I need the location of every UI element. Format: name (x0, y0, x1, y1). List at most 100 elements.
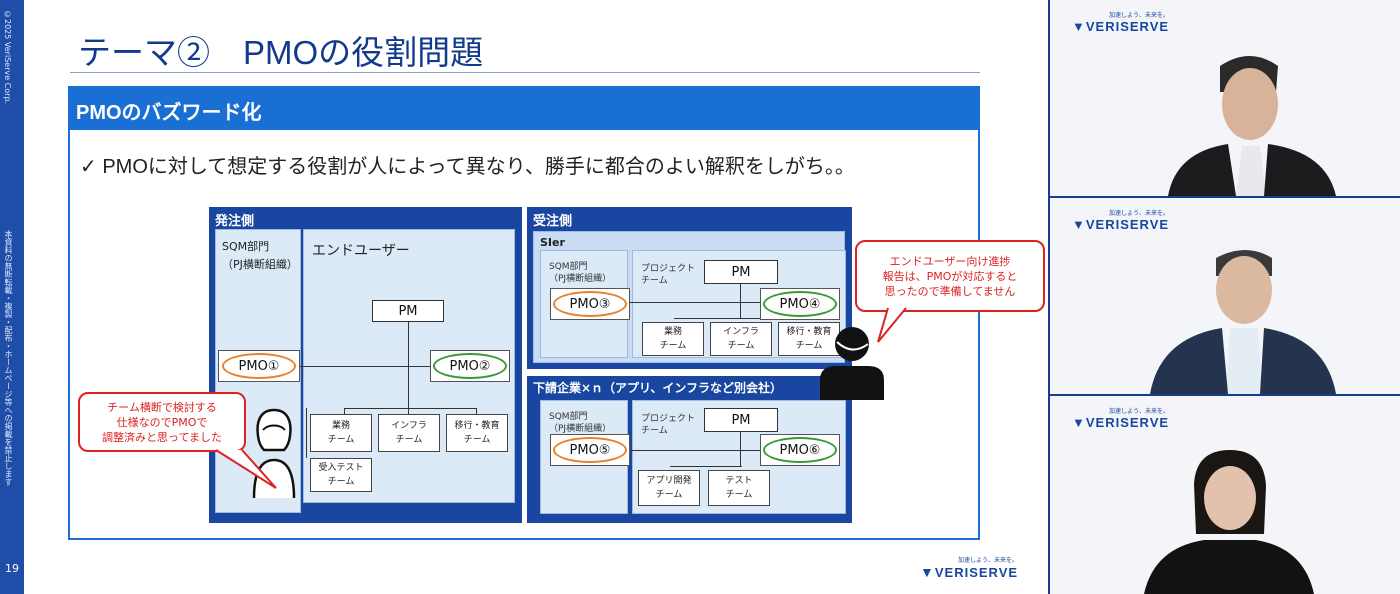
bubble-text: エンドユーザー向け進捗 (889, 254, 1011, 268)
participant-silhouette (1168, 56, 1336, 196)
veriserve-logo: 加速しよう、未来を。 ▼VERISERVE (920, 555, 1018, 580)
team-box: 移行・教育チーム (778, 322, 840, 356)
speech-bubble: エンドユーザー向け進捗 報告は、PMOが対応すると 思ったので準備してません (855, 240, 1045, 312)
connector-line (740, 282, 741, 318)
team-label: 移行・教育 (454, 421, 500, 431)
team-label: 受入テスト (318, 463, 364, 473)
bubble-text: 仕様なのでPMOで (116, 415, 208, 429)
logo-v-icon: ▼ (1072, 19, 1086, 34)
pmo2-label: PMO② (433, 353, 507, 379)
participant-video-2[interactable]: 加速しよう、未来を。 ▼VERISERVE (1050, 198, 1400, 394)
logo-v-icon: ▼ (1072, 415, 1086, 430)
connector-line (740, 432, 741, 466)
participant-video-3[interactable]: 加速しよう、未来を。 ▼VERISERVE (1050, 396, 1400, 594)
connector-line (628, 302, 778, 303)
team-label: チーム (727, 341, 755, 351)
pmo5-label: PMO⑤ (553, 437, 627, 463)
team-box: インフラチーム (378, 414, 440, 452)
pmo-box: PMO② (430, 350, 510, 382)
logo-tagline: 加速しよう、未来を。 (1109, 210, 1170, 217)
title-divider (70, 72, 980, 73)
pmo-box: PMO④ (760, 288, 840, 320)
side-note-text: 本資料の無断転載・複製・配布・ホームページ等への掲載を禁止します (4, 230, 13, 486)
sqm-label: SQM部門 (549, 412, 588, 422)
project-label: プロジェクト (641, 264, 696, 274)
participant-silhouette (1150, 250, 1336, 394)
logo-tagline: 加速しよう、未来を。 (958, 557, 1019, 564)
bubble-text: 調整済みと思ってました (102, 430, 222, 444)
project-label: チーム (641, 276, 668, 286)
team-label: 業務 (331, 421, 350, 431)
team-box: 業務チーム (642, 322, 704, 356)
sqm-sub-label: （PJ横断組織） (549, 424, 612, 434)
team-label: チーム (795, 341, 823, 351)
bubble-text: チーム横断で検討する (107, 400, 217, 414)
pmo1-label: PMO① (222, 353, 296, 379)
team-label: チーム (395, 435, 423, 445)
pmo-box: PMO⑤ (550, 434, 630, 466)
connector-line (344, 408, 476, 409)
bubble-text: 思ったので準備してません (884, 284, 1016, 298)
team-label: テスト (725, 476, 753, 486)
team-label: チーム (463, 435, 491, 445)
team-box: 受入テストチーム (310, 458, 372, 492)
user-headset-icon (820, 327, 884, 400)
team-box: アプリ開発チーム (638, 470, 700, 506)
connector-line (306, 408, 307, 458)
bubble-tail (877, 307, 907, 343)
connector-line (408, 322, 409, 408)
client-side-header: 発注側 (215, 214, 255, 229)
slide-title: テーマ② PMOの役割問題 (78, 34, 484, 71)
pm-box: PM (704, 260, 778, 284)
team-label: アプリ開発 (646, 476, 692, 486)
team-box: テストチーム (708, 470, 770, 506)
enduser-label: エンドユーザー (312, 243, 410, 259)
team-label: チーム (659, 341, 687, 351)
participant-video-1[interactable]: 加速しよう、未来を。 ▼VERISERVE (1050, 0, 1400, 196)
team-box: インフラチーム (710, 322, 772, 356)
pmo3-label: PMO③ (553, 291, 627, 317)
logo-v-icon: ▼ (920, 564, 935, 580)
team-label: チーム (655, 490, 683, 500)
sqm-label: SQM部門 (549, 262, 588, 272)
logo-tagline: 加速しよう、未来を。 (1109, 408, 1170, 415)
speech-bubble: チーム横断で検討する 仕様なのでPMOで 調整済みと思ってました (78, 392, 246, 452)
copyright-text: ©2025 VeriServe Corp. (3, 10, 12, 105)
team-label: インフラ (723, 327, 759, 337)
pmo-box: PMO① (218, 350, 300, 382)
connector-line (298, 366, 470, 367)
logo-name: ▼VERISERVE (920, 564, 1019, 580)
subcontractor-header: 下請企業×ｎ（アプリ、インフラなど別会社） (533, 381, 782, 395)
slide-sidebar: ©2025 VeriServe Corp. 本資料の無断転載・複製・配布・ホーム… (0, 0, 24, 594)
logo-tagline: 加速しよう、未来を。 (1109, 12, 1170, 19)
bubble-tail (215, 449, 277, 489)
bullet-text: ✓ PMOに対して想定する役割が人によって異なり、勝手に都合のよい解釈をしがち。… (80, 156, 855, 178)
banner-text: PMOのバズワード化 (76, 102, 262, 124)
pmo-box: PMO⑥ (760, 434, 840, 466)
connector-line (628, 450, 778, 451)
team-label: チーム (327, 435, 355, 445)
sier-label: SIer (540, 236, 565, 249)
team-label: チーム (327, 477, 355, 487)
veriserve-logo: 加速しよう、未来を。 ▼VERISERVE (1072, 12, 1170, 34)
bubble-text: 報告は、PMOが対応すると (882, 269, 1018, 283)
team-label: チーム (725, 490, 753, 500)
pm-box: PM (704, 408, 778, 432)
sqm-sub-label: （PJ横断組織） (222, 258, 298, 271)
content-box (68, 130, 980, 540)
project-label: プロジェクト (641, 414, 696, 424)
team-label: 業務 (663, 327, 682, 337)
team-box: 移行・教育チーム (446, 414, 508, 452)
connector-line (670, 466, 742, 467)
team-label: 移行・教育 (786, 327, 832, 337)
presentation-slide: ©2025 VeriServe Corp. 本資料の無断転載・複製・配布・ホーム… (0, 0, 1048, 594)
team-box: 業務チーム (310, 414, 372, 452)
veriserve-logo: 加速しよう、未来を。 ▼VERISERVE (1072, 408, 1170, 430)
pm-box: PM (372, 300, 444, 322)
project-label: チーム (641, 426, 668, 436)
team-label: インフラ (391, 421, 427, 431)
sqm-label: SQM部門 (222, 240, 270, 253)
connector-line (674, 318, 808, 319)
pmo6-label: PMO⑥ (763, 437, 837, 463)
participant-silhouette (1144, 450, 1314, 594)
